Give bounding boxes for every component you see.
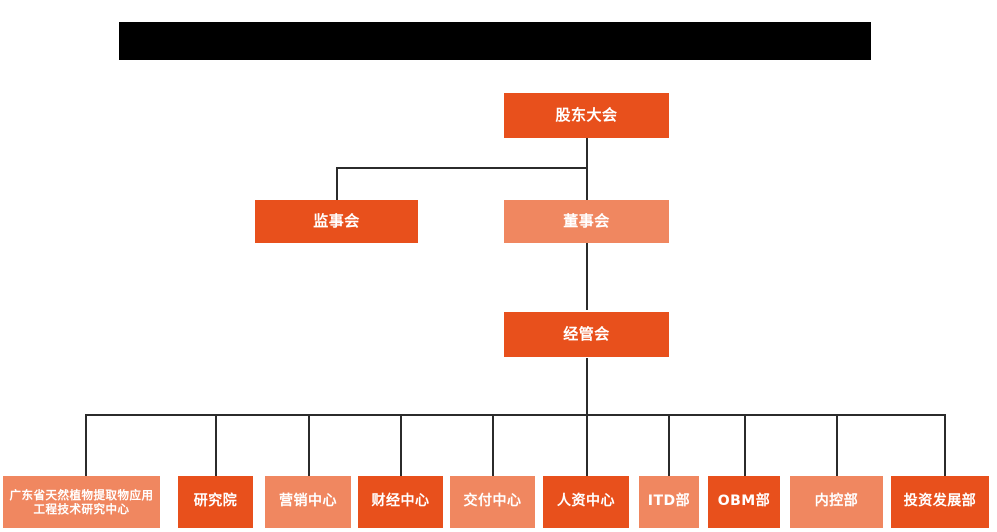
connector-drop-hr-center [586,414,588,476]
node-delivery-center[interactable]: 交付中心 [450,476,535,528]
redacted-title-bar [119,22,871,60]
connector-drop-itd [668,414,670,476]
connector-directors-drop [586,167,588,200]
connector-directors-to-management [586,242,588,310]
node-board-of-supervisors[interactable]: 监事会 [255,200,418,243]
connector-drop-research-center [85,414,87,476]
connector-leaf-bus [85,414,945,416]
connector-shareholders-down [586,138,588,168]
node-shareholders-meeting[interactable]: 股东大会 [504,93,669,138]
connector-drop-investment-dev [944,414,946,476]
connector-drop-finance-center [400,414,402,476]
connector-management-down [586,358,588,415]
node-research-center[interactable]: 广东省天然植物提取物应用工程技术研究中心 [3,476,160,528]
connector-supervisors-drop [336,167,338,200]
node-obm-department[interactable]: OBM部 [708,476,780,528]
node-itd-department[interactable]: ITD部 [639,476,699,528]
node-marketing-center[interactable]: 营销中心 [265,476,351,528]
connector-drop-research-institute [215,414,217,476]
node-investment-dev[interactable]: 投资发展部 [891,476,989,528]
node-board-of-directors[interactable]: 董事会 [504,200,669,243]
node-hr-center[interactable]: 人资中心 [543,476,629,528]
node-research-institute[interactable]: 研究院 [178,476,253,528]
connector-drop-internal-control [836,414,838,476]
connector-drop-delivery-center [492,414,494,476]
connector-level2-bus [336,167,588,169]
node-finance-center[interactable]: 财经中心 [358,476,443,528]
connector-drop-marketing-center [308,414,310,476]
node-management-committee[interactable]: 经管会 [504,312,669,357]
connector-drop-obm [744,414,746,476]
node-internal-control[interactable]: 内控部 [790,476,883,528]
